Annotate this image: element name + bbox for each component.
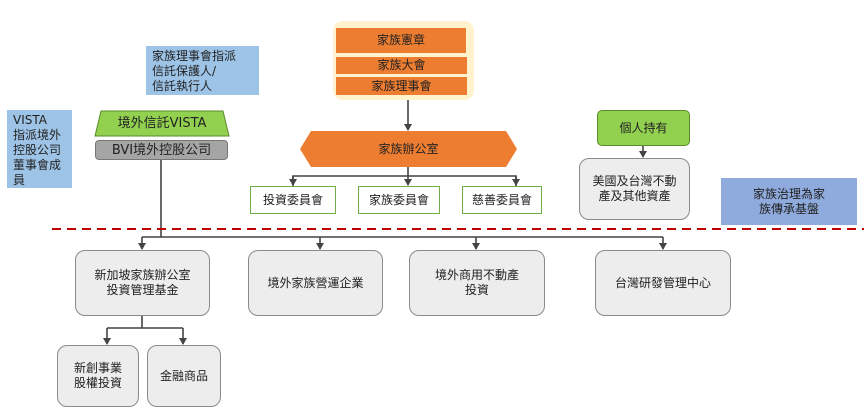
- family-committee[interactable]: 家族委員會: [358, 186, 440, 214]
- trustee-appointment-note: 家族理事會指派 信託保護人/ 信託執行人: [146, 46, 259, 95]
- financial-products[interactable]: 金融商品: [147, 345, 221, 407]
- taiwan-rd-center[interactable]: 台灣研發管理中心: [595, 250, 731, 316]
- singapore-family-office-fund[interactable]: 新加坡家族辦公室 投資管理基金: [75, 250, 210, 316]
- vista-director-note: VISTA 指派境外 控股公司 董事會成 員: [7, 110, 72, 188]
- bvi-holding-company[interactable]: BVI境外控股公司: [95, 140, 228, 160]
- family-constitution[interactable]: 家族憲章: [336, 28, 466, 53]
- family-office-shape: [300, 131, 517, 167]
- family-assembly[interactable]: 家族大會: [336, 57, 467, 74]
- charity-committee[interactable]: 慈善委員會: [462, 186, 542, 214]
- vista-trust[interactable]: 境外信託VISTA: [117, 116, 207, 131]
- family-office[interactable]: 家族辦公室: [378, 141, 439, 156]
- family-council[interactable]: 家族理事會: [336, 77, 467, 95]
- startup-equity-investment[interactable]: 新創事業 股權投資: [57, 345, 139, 407]
- investment-committee[interactable]: 投資委員會: [250, 186, 336, 214]
- offshore-commercial-real-estate[interactable]: 境外商用不動產 投資: [409, 250, 545, 316]
- personal-assets[interactable]: 美國及台灣不動 產及其他資產: [579, 158, 690, 220]
- governance-note: 家族治理為家 族傳承基盤: [721, 178, 857, 225]
- personal-holding[interactable]: 個人持有: [597, 110, 690, 146]
- offshore-family-business[interactable]: 境外家族營運企業: [248, 250, 383, 316]
- vista-trust-shape: [94, 110, 230, 137]
